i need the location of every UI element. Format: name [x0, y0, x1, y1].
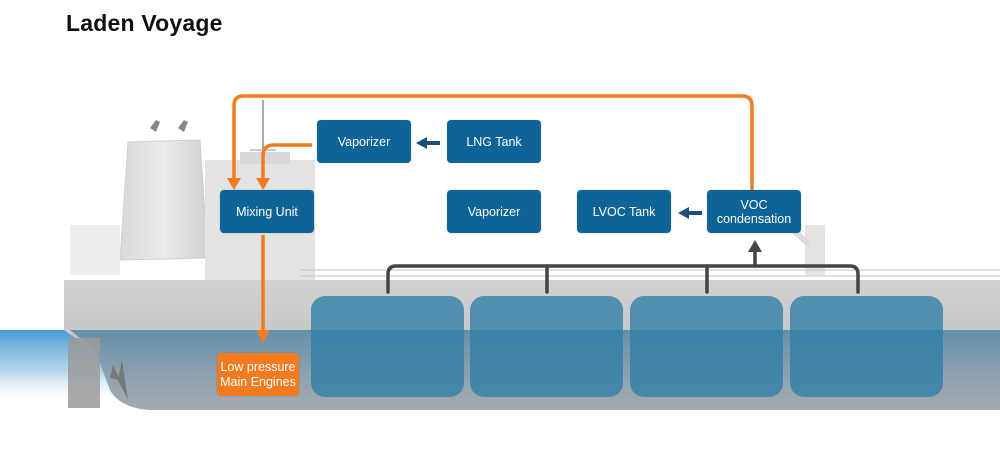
voc-condensation-label-2: condensation	[716, 211, 792, 226]
vaporizer-mid-label: Vaporizer	[467, 204, 521, 219]
vapour-header	[386, 248, 860, 294]
deck-railing	[300, 269, 1000, 277]
vaporizer-top-box[interactable]: Vaporizer	[317, 120, 411, 163]
main-engines-label-2: Main Engines	[220, 374, 296, 389]
vaporizer-top-label: Vaporizer	[337, 134, 391, 149]
mixing-unit-box[interactable]: Mixing Unit	[220, 190, 314, 233]
lng-tank-box[interactable]: LNG Tank	[447, 120, 541, 163]
fuel-lines	[232, 94, 754, 332]
vaporizer-mid-box[interactable]: Vaporizer	[447, 190, 541, 233]
arrow-down-icon	[227, 178, 241, 190]
main-engines-label-1: Low pressure	[220, 359, 296, 374]
cargo-tank-2	[470, 296, 623, 397]
vapour-up-arrow-icon	[748, 240, 762, 252]
cargo-tank-4	[790, 296, 943, 397]
cargo-tank-1	[311, 296, 464, 397]
voc-return-line	[232, 94, 754, 190]
arrow-left-icon	[416, 137, 427, 149]
arrow-down-icon	[256, 178, 270, 190]
mixing-unit-label: Mixing Unit	[236, 204, 298, 219]
lvoc-tank-box[interactable]: LVOC Tank	[577, 190, 671, 233]
cargo-tank-3	[630, 296, 783, 397]
arrow-left-icon	[678, 207, 689, 219]
propeller-rudder	[68, 338, 128, 408]
arrow-down-icon	[256, 330, 270, 343]
lvoc-tank-label: LVOC Tank	[592, 204, 656, 219]
cargo-tanks	[311, 296, 943, 397]
voc-condensation-box[interactable]: VOC condensation	[707, 190, 801, 233]
vaporizer-to-mixing-line	[261, 143, 312, 180]
lng-tank-label: LNG Tank	[466, 134, 522, 149]
page-title: Laden Voyage	[66, 10, 223, 36]
voc-condensation-label-1: VOC	[740, 197, 768, 212]
funnel	[119, 120, 209, 261]
transfer-arrows	[416, 137, 702, 219]
main-engines-box[interactable]: Low pressure Main Engines	[217, 353, 299, 396]
